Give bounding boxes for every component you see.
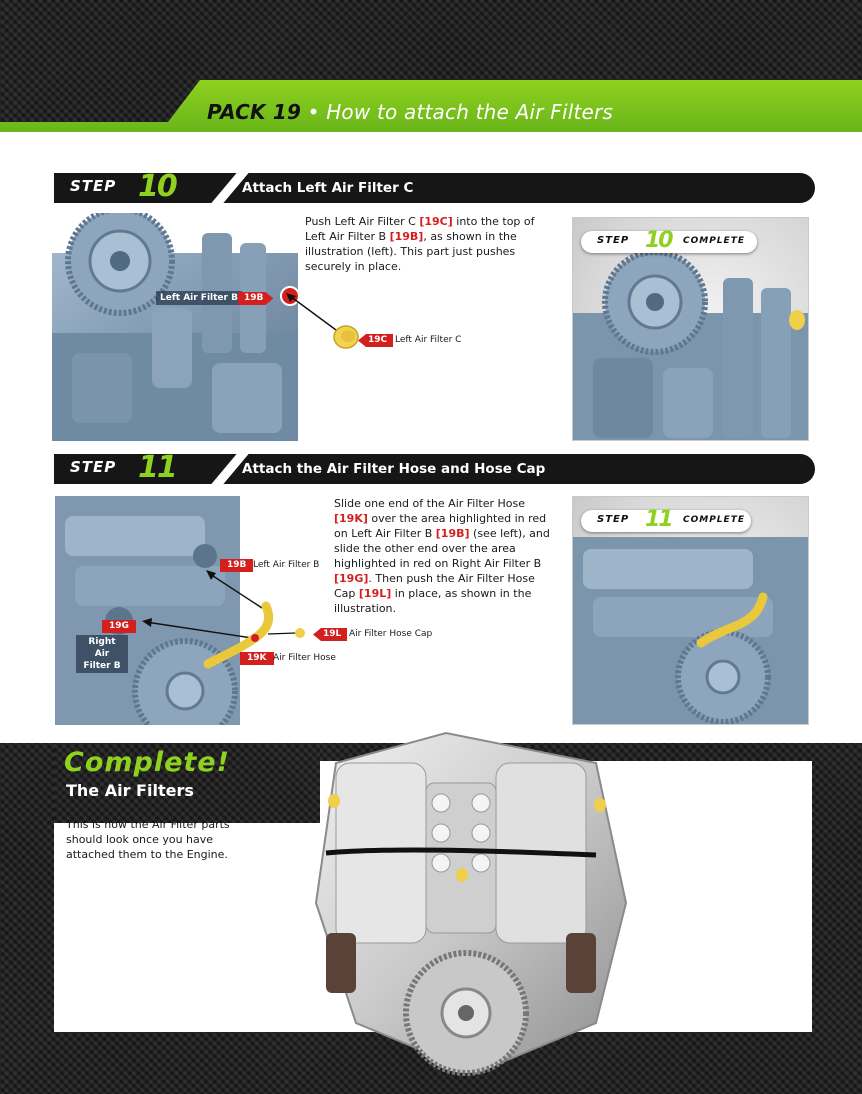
part-reference: [19G] bbox=[334, 572, 369, 585]
step-10-illustration bbox=[52, 213, 298, 441]
engine-illustration bbox=[52, 213, 298, 441]
instruction-text: into the top of Left Air Filter B bbox=[305, 215, 535, 243]
instruction-text: in place, as shown in the illustration. bbox=[334, 587, 532, 615]
complete-subheading: The Air Filters bbox=[66, 781, 194, 800]
label-left-air-filter-c: Left Air Filter C bbox=[395, 335, 462, 345]
engine-complete-illustration bbox=[573, 249, 808, 440]
label-left-air-filter-b: Left Air Filter B bbox=[156, 291, 242, 305]
badge-complete-word: COMPLETE bbox=[683, 515, 745, 525]
page-header: PACK 19 • How to attach the Air Filters bbox=[0, 0, 862, 132]
engine-complete-illustration bbox=[573, 537, 808, 724]
instruction-text: , as shown in the illustration (left). T… bbox=[305, 230, 517, 273]
page-title: PACK 19 • How to attach the Air Filters bbox=[207, 100, 613, 124]
step-11-illustration bbox=[55, 496, 240, 725]
complete-description: This is how the Air Filter parts should … bbox=[66, 818, 230, 861]
arrows-step-11 bbox=[142, 570, 305, 669]
badge-step-word: STEP bbox=[597, 514, 630, 525]
badge-step-number: 10 bbox=[645, 228, 674, 253]
step-10-complete-image: STEP 10 COMPLETE bbox=[572, 217, 809, 441]
arrow-19c bbox=[286, 293, 359, 349]
step-11-complete-badge: STEP 11 COMPLETE bbox=[581, 507, 751, 532]
part-reference: [19L] bbox=[358, 587, 392, 600]
badge-complete-word: COMPLETE bbox=[683, 236, 745, 246]
pack-number: PACK 19 bbox=[207, 100, 302, 124]
step-number: 10 bbox=[138, 169, 178, 204]
instruction-text: over the area highlighted in red on Left… bbox=[334, 512, 547, 540]
complete-heading: Complete! bbox=[64, 747, 230, 778]
step-10-instructions: Push Left Air Filter C [19C] into the to… bbox=[305, 214, 535, 274]
finished-engine-image bbox=[314, 731, 628, 1076]
label-air-filter-hose-cap: Air Filter Hose Cap bbox=[349, 629, 433, 639]
instruction-text: (see left), and slide the other end over… bbox=[334, 527, 550, 570]
part-reference: [19C] bbox=[419, 215, 453, 228]
label-right-air-filter-b: Right Air Filter B bbox=[76, 635, 128, 673]
tag-19b: 19B bbox=[238, 292, 273, 305]
label-air-filter-hose: Air Filter Hose bbox=[273, 653, 336, 663]
step-title: Attach the Air Filter Hose and Hose Cap bbox=[242, 461, 546, 477]
complete-heading-box bbox=[54, 743, 320, 823]
step-word: STEP bbox=[70, 177, 117, 195]
badge-step-word: STEP bbox=[597, 235, 630, 246]
step-10-complete-badge: STEP 10 COMPLETE bbox=[581, 228, 757, 253]
tag-19l: 19L bbox=[313, 628, 348, 641]
step-11-complete-image: STEP 11 COMPLETE bbox=[572, 496, 809, 725]
complete-section: Complete! The Air Filters This is how th… bbox=[0, 731, 862, 1094]
tag-19g: 19G bbox=[102, 620, 136, 633]
step-10-header: STEP 10 Attach Left Air Filter C bbox=[54, 169, 815, 204]
label-left-air-filter-b: Left Air Filter B bbox=[253, 560, 320, 570]
step-11-instructions: Slide one end of the Air Filter Hose [19… bbox=[334, 496, 556, 616]
step-number: 11 bbox=[138, 450, 178, 485]
instruction-text: Push Left Air Filter C bbox=[305, 215, 420, 228]
step-word: STEP bbox=[70, 458, 117, 476]
tag-19k: 19K bbox=[240, 652, 274, 665]
part-reference: [19K] bbox=[334, 512, 368, 525]
title-text: How to attach the Air Filters bbox=[326, 100, 614, 124]
part-reference: [19B] bbox=[435, 527, 470, 540]
tag-19b: 19B bbox=[220, 559, 254, 572]
instruction-text: Slide one end of the Air Filter Hose bbox=[334, 497, 526, 510]
step-11-header: STEP 11 Attach the Air Filter Hose and H… bbox=[54, 450, 815, 485]
step-title: Attach Left Air Filter C bbox=[242, 180, 414, 196]
title-separator: • bbox=[307, 100, 320, 124]
badge-step-number: 11 bbox=[645, 507, 674, 532]
instruction-text: . Then push the Air Filter Hose Cap bbox=[334, 572, 535, 600]
part-reference: [19B] bbox=[389, 230, 424, 243]
engine-illustration bbox=[55, 496, 240, 725]
tag-19c: 19C bbox=[358, 334, 394, 347]
